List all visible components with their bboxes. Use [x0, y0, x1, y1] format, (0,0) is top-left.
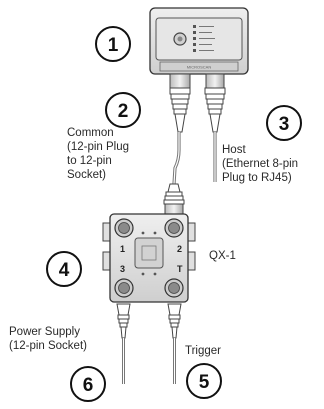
callout-number: 3: [279, 114, 290, 135]
qx1-label: QX-1: [209, 250, 236, 262]
callout-6: 6: [70, 366, 106, 402]
callout-number: 4: [59, 260, 70, 281]
qx1-port-1: [114, 218, 134, 238]
qx1-port-label-1: 1: [120, 244, 125, 254]
common-cable-bottom-connector: [163, 183, 185, 215]
qx1-port-3: [114, 278, 134, 298]
callout-2: 2: [105, 92, 141, 128]
common-cable-top-connector: [169, 87, 191, 133]
qx1-port-label-t: T: [177, 264, 183, 274]
power-supply-label: Power Supply (12-pin Socket): [9, 326, 87, 352]
power-supply-cable: [116, 303, 131, 384]
trigger-label: Trigger: [185, 345, 221, 357]
callout-5: 5: [186, 363, 222, 399]
callout-1: 1: [95, 26, 131, 62]
trigger-cable: [167, 303, 182, 384]
callout-3: 3: [266, 105, 302, 141]
qx1-port-2: [164, 218, 184, 238]
common-cable: [163, 87, 191, 215]
qx1-port-label-2: 2: [177, 244, 182, 254]
qx1-port-label-3: 3: [120, 264, 125, 274]
callout-number: 2: [118, 101, 129, 122]
callout-4: 4: [46, 251, 82, 287]
qx1-port-t: [164, 278, 184, 298]
host-cable-label: Host (Ethernet 8-pin Plug to RJ45): [222, 144, 299, 184]
callout-number: 5: [199, 372, 210, 393]
reader-brand: MICROSCAN: [187, 65, 212, 70]
host-cable: [204, 87, 226, 182]
reader-device: MICROSCAN: [149, 7, 249, 75]
common-cable-label: Common (12-pin Plug to 12-pin Socket): [67, 127, 130, 181]
qx1-box: 1 2 3 T: [102, 213, 196, 303]
callout-number: 1: [108, 35, 119, 56]
callout-number: 6: [83, 375, 94, 396]
